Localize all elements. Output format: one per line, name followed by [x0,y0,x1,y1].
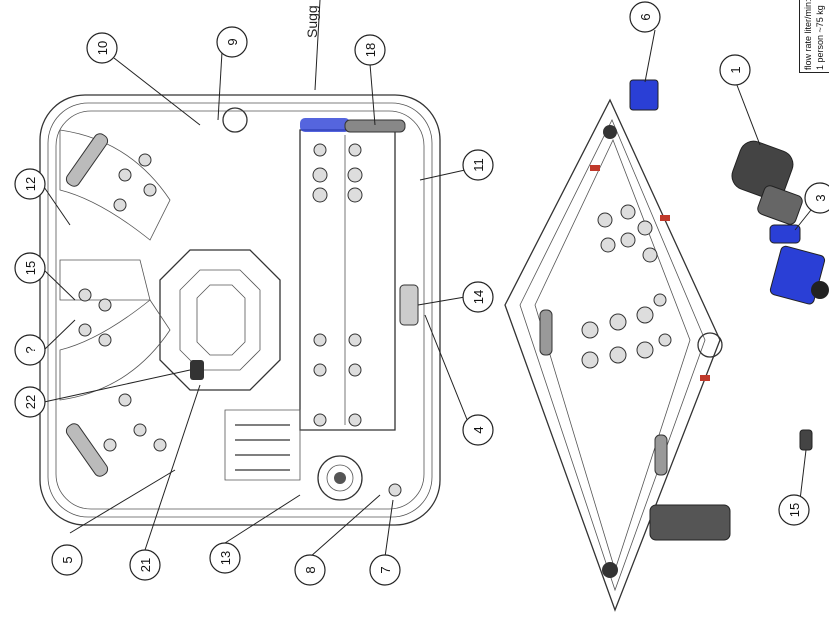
top-view-tub [39,94,441,526]
callout-11: 11 [462,149,494,181]
svg-text:12: 12 [23,177,38,191]
callout-14: 14 [462,281,494,313]
pump-assembly [629,79,829,451]
svg-text:18: 18 [363,43,378,57]
leader-lines-iso [644,29,816,501]
jets-right-bench [312,143,363,427]
callout-15-top: 15 [14,252,46,284]
svg-text:1: 1 [728,66,743,73]
callout-7: 7 [369,554,401,586]
header-fragment: Sugg [304,5,320,38]
callout-8: 8 [294,554,326,586]
svg-text:4: 4 [471,426,486,433]
leader-lines-top [43,0,471,558]
svg-text:15: 15 [787,503,802,517]
svg-text:22: 22 [23,395,38,409]
svg-text:21: 21 [138,558,153,572]
flow-label: flow rate liter/min: [803,0,813,70]
callout-3: 3 [804,182,829,214]
callout-18: 18 [354,34,386,66]
iso-view-tub [504,98,731,612]
callout-13: 13 [209,542,241,574]
note-box [799,0,829,73]
svg-text:10: 10 [95,41,110,55]
svg-text:7: 7 [378,566,393,573]
callout-6: 6 [629,1,661,33]
callout-5: 5 [51,544,83,576]
person-label: 1 person ~75 kg [815,5,825,70]
svg-text:8: 8 [303,566,318,573]
callout-12: 12 [14,168,46,200]
callout-1: 1 [719,54,751,86]
svg-text:13: 13 [218,551,233,565]
svg-text:6: 6 [638,13,653,20]
callout-question: ? [14,334,46,366]
callout-4: 4 [462,414,494,446]
svg-text:5: 5 [60,556,75,563]
callout-10: 10 [86,32,118,64]
header-partial-text: Sugg [304,5,320,38]
jets-iso [581,204,672,369]
flow-rate-note: flow rate liter/min: 520 [803,0,813,70]
svg-text:9: 9 [225,38,240,45]
svg-text:3: 3 [813,194,828,201]
svg-text:?: ? [23,346,38,353]
svg-text:15: 15 [23,261,38,275]
jets-left-loungers [78,153,167,452]
svg-text:14: 14 [471,290,486,304]
callout-9: 9 [216,26,248,58]
callout-21: 21 [129,549,161,581]
svg-text:11: 11 [471,158,486,172]
callout-22: 22 [14,386,46,418]
person-note: 1 person ~75 kg [815,5,825,70]
callout-15-iso: 15 [778,494,810,526]
